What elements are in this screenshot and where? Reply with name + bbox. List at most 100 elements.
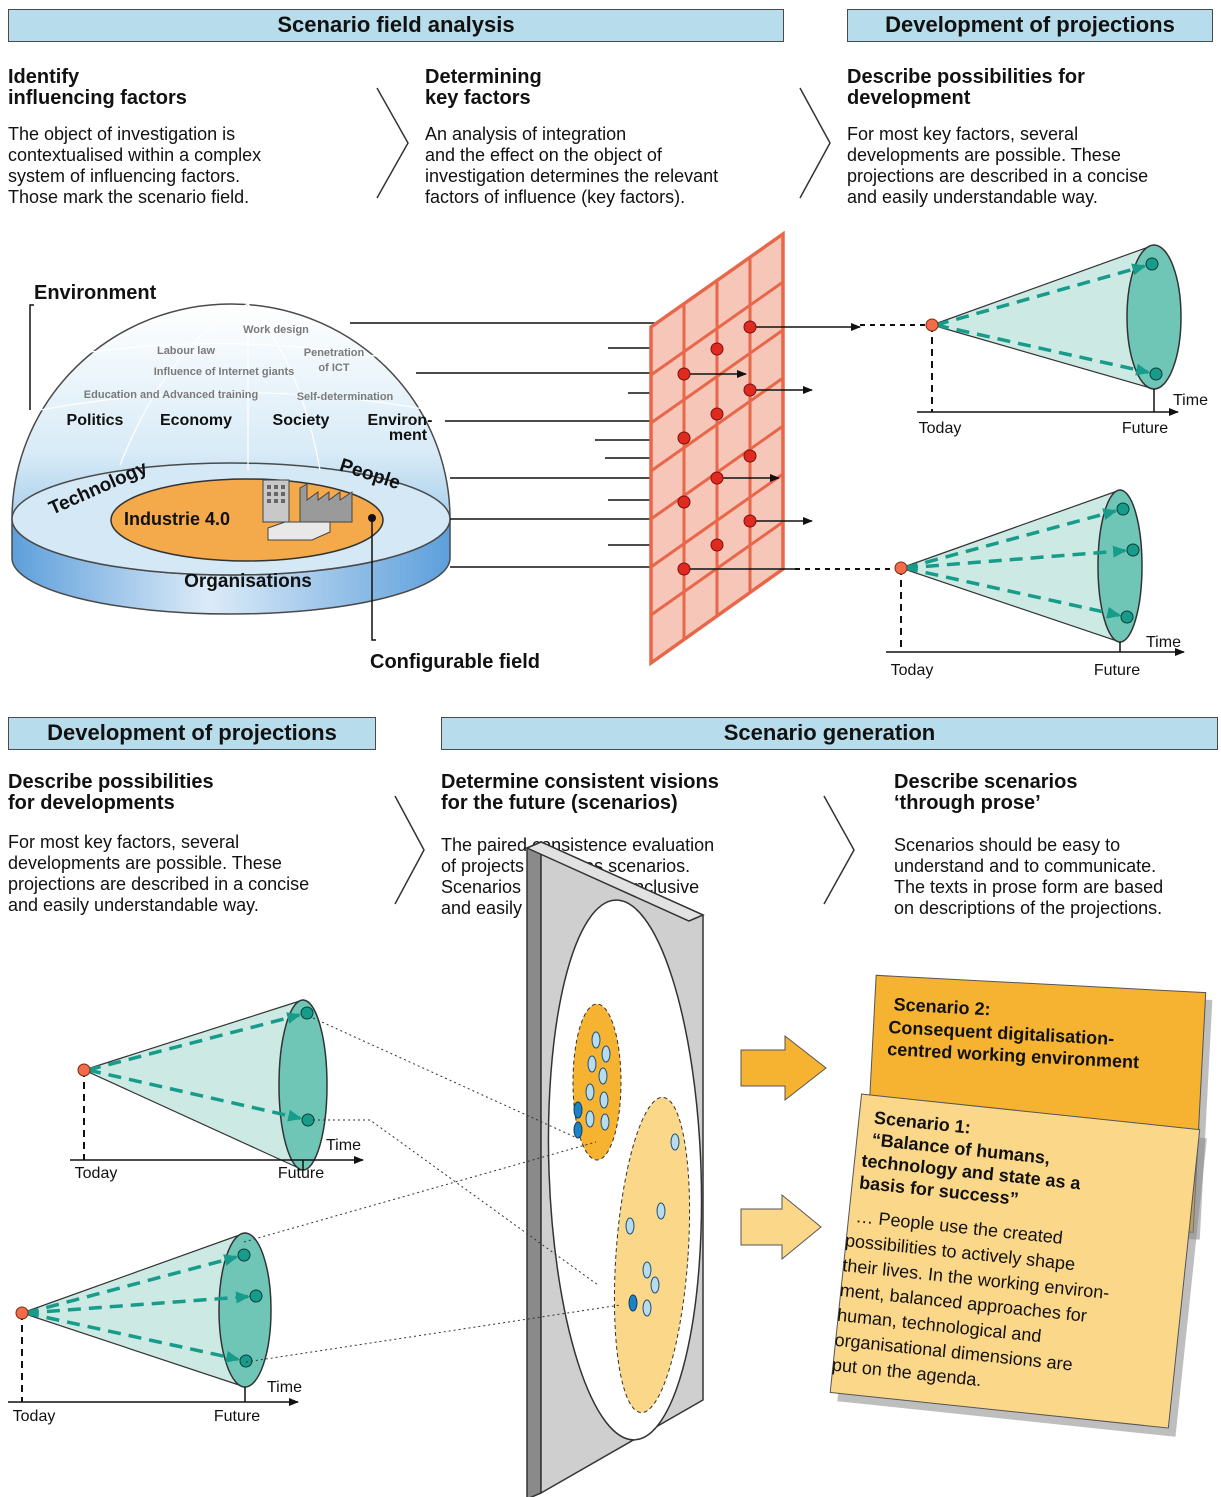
step-5-text-line: The paired consistence evaluation: [441, 835, 715, 855]
step-3-text-line: developments are possible. These: [847, 145, 1121, 165]
step-6-title: Describe scenarios ‘through prose’: [894, 772, 1077, 814]
dome-factor-label: Self-determination: [297, 391, 394, 403]
step-5-title: Determine consistent visions for the fut…: [441, 772, 719, 814]
scenario-1-card: Scenario 1: “Balance of humans, technolo…: [829, 1093, 1207, 1437]
step-4-text-line: developments are possible. These: [8, 853, 282, 873]
step-6-text: Scenarios should be easy to understand a…: [894, 835, 1163, 919]
step-4-text-line: For most key factors, several: [8, 832, 240, 852]
step-1-text-line: system of influencing factors.: [8, 166, 241, 186]
projection-arrow: [25, 1311, 241, 1363]
step-6-text-line: understand and to communicate.: [894, 856, 1157, 876]
influence-lines: [350, 322, 660, 568]
future-label: Future: [214, 1408, 260, 1425]
dome-factor-label: Education and Advanced training: [84, 389, 258, 401]
ring-label-organisations: Organisations: [184, 571, 312, 592]
configurable-field-leader: [371, 518, 376, 641]
future-label: Future: [1094, 662, 1140, 679]
dome-sector-label: ment: [389, 427, 428, 444]
key-factor-dot: [677, 562, 691, 576]
step-1-text-line: Those mark the scenario field.: [8, 187, 250, 207]
step-2-title-line-2: key factors: [425, 87, 531, 109]
origin-dot: [894, 561, 908, 575]
projection-arrow: [25, 1254, 239, 1315]
today-label: Today: [13, 1408, 56, 1425]
chevron-arrow-icon: [799, 87, 831, 199]
step-3-title-line-1: Describe possibilities for: [847, 66, 1085, 88]
factory-icon: [262, 479, 353, 541]
projection-links: [243, 1017, 621, 1363]
key-factor-dot: [743, 320, 757, 334]
projection-endpoint: [1145, 257, 1159, 271]
projection-arrow: [904, 545, 1128, 570]
origin-dot: [925, 318, 939, 332]
configurable-field-label: Configurable field: [370, 651, 540, 673]
projection-arrow: [25, 1291, 251, 1315]
bar-development-of-projections-top: Development of projections: [847, 9, 1213, 42]
key-factor-dot: [677, 367, 691, 381]
projection-arrow: [935, 263, 1147, 327]
key-factor-dot: [743, 449, 757, 463]
step-6-text-line: on descriptions of the projections.: [894, 898, 1163, 918]
step-1-text-line: contextualised within a complex: [8, 145, 262, 165]
dome-factor-label: Work design: [243, 324, 309, 336]
key-factor-dot: [677, 495, 691, 509]
projection-arrow: [935, 323, 1151, 376]
time-axis-label: Time: [1146, 634, 1181, 651]
projection-endpoint: [1126, 543, 1140, 557]
dome-factor-label: Influence of Internet giants: [154, 366, 295, 378]
dome-sector-label: Economy: [160, 412, 232, 429]
dome-sector-label: Society: [273, 412, 330, 429]
step-2-text: An analysis of integration and the effec…: [425, 124, 718, 208]
projection-endpoint: [239, 1354, 253, 1368]
step-3-title: Describe possibilities for development: [847, 67, 1085, 109]
projection-arrow: [87, 1068, 303, 1122]
step-3-text-line: For most key factors, several: [847, 124, 1079, 144]
step-3-text-line: projections are described in a concise: [847, 166, 1149, 186]
step-4-title-line-2: for developments: [8, 792, 175, 814]
scenario-cluster-1: [613, 1096, 691, 1414]
environment-label: Environment: [34, 282, 157, 304]
scenario-1-arrow-icon: [740, 1193, 822, 1261]
dome-sector-label: Environ-: [368, 412, 433, 429]
projection-endpoint: [301, 1113, 315, 1127]
today-label: Today: [891, 662, 934, 679]
projection-endpoint: [237, 1248, 251, 1262]
step-4-text-line: and easily understandable way.: [8, 895, 259, 915]
step-3-text: For most key factors, several developmen…: [847, 124, 1148, 208]
step-3-text-line: and easily understandable way.: [847, 187, 1098, 207]
projection-endpoint: [300, 1006, 314, 1020]
today-label: Today: [919, 420, 962, 437]
future-label: Future: [278, 1165, 324, 1182]
future-label: Future: [1122, 420, 1168, 437]
step-2-text-line: and the effect on the object of: [425, 145, 662, 165]
chevron-arrow-icon: [376, 87, 409, 199]
projection-arrow: [904, 508, 1118, 570]
today-label: Today: [75, 1165, 118, 1182]
step-2-title-line-1: Determining: [425, 66, 542, 88]
key-factor-dot: [743, 383, 757, 397]
step-6-text-line: The texts in prose form are based: [894, 877, 1164, 897]
step-2-text-line: factors of influence (key factors).: [425, 187, 686, 207]
key-factor-dot: [710, 407, 724, 421]
projection-endpoint: [249, 1289, 263, 1303]
projection-endpoint: [1116, 502, 1130, 516]
key-factor-dot: [710, 342, 724, 356]
projection-endpoint: [1120, 610, 1134, 624]
key-factor-dot: [677, 431, 691, 445]
step-1-title: Identify influencing factors: [8, 67, 187, 109]
key-factor-dot: [710, 538, 724, 552]
dome-sector-label: Politics: [67, 412, 124, 429]
scenario-field-dome: Work design Labour law Penetration of IC…: [11, 303, 451, 641]
projection-endpoint: [1149, 367, 1163, 381]
consistency-panel: [525, 840, 705, 1497]
step-2-title: Determining key factors: [425, 67, 542, 109]
step-1-title-line-2: influencing factors: [8, 87, 187, 109]
origin-dot: [15, 1306, 29, 1320]
step-3-title-line-2: development: [847, 87, 971, 109]
time-axis-label: Time: [1173, 392, 1208, 409]
